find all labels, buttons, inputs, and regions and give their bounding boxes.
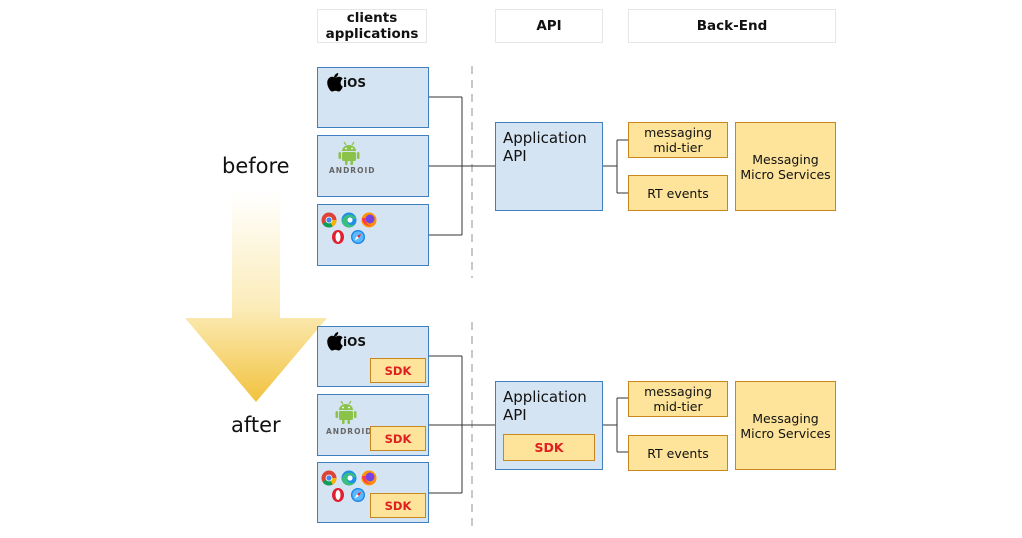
safari-icon xyxy=(351,488,365,502)
messaging-micro-services-before: Messaging Micro Services xyxy=(735,122,836,211)
apple-icon xyxy=(327,332,343,351)
application-api-label: Application API xyxy=(503,388,587,424)
sdk-badge: SDK xyxy=(503,434,595,461)
rt-events-after: RT events xyxy=(628,435,728,471)
opera-icon xyxy=(332,488,344,502)
client-ios-before: iOS xyxy=(317,67,429,128)
edge-icon xyxy=(341,212,357,228)
application-api-after: Application API SDK xyxy=(495,381,603,470)
ios-logo: iOS xyxy=(327,332,366,351)
apple-icon xyxy=(327,73,343,92)
chrome-icon xyxy=(321,212,337,228)
edge-icon xyxy=(341,470,357,486)
rt-events-before: RT events xyxy=(628,175,728,211)
sdk-badge: SDK xyxy=(370,493,426,518)
header-clients: clients applications xyxy=(317,9,427,43)
firefox-icon xyxy=(361,212,377,228)
header-api: API xyxy=(495,9,603,43)
firefox-icon xyxy=(361,470,377,486)
android-icon xyxy=(338,141,360,165)
ios-logo: iOS xyxy=(327,73,366,92)
client-ios-after: iOS SDK xyxy=(317,326,429,387)
header-backend: Back-End xyxy=(628,9,836,43)
android-icon xyxy=(335,400,357,424)
android-wordmark: ANDROID xyxy=(329,166,376,175)
client-browsers-after: SDK xyxy=(317,462,429,523)
browser-icons xyxy=(321,470,377,502)
sdk-badge: SDK xyxy=(370,358,426,383)
client-android-before: ANDROID xyxy=(317,135,429,197)
chrome-icon xyxy=(321,470,337,486)
browser-icons xyxy=(321,212,377,244)
safari-icon xyxy=(351,230,365,244)
ios-label: iOS xyxy=(343,75,366,90)
messaging-micro-services-after: Messaging Micro Services xyxy=(735,381,836,470)
opera-icon xyxy=(332,230,344,244)
label-before: before xyxy=(222,154,290,178)
client-browsers-before xyxy=(317,204,429,266)
ios-label: iOS xyxy=(343,334,366,349)
sdk-badge: SDK xyxy=(370,426,426,451)
messaging-mid-tier-before: messaging mid-tier xyxy=(628,122,728,158)
android-wordmark: ANDROID xyxy=(326,427,373,436)
client-android-after: ANDROID SDK xyxy=(317,394,429,456)
messaging-mid-tier-after: messaging mid-tier xyxy=(628,381,728,417)
label-after: after xyxy=(231,413,281,437)
application-api-before: Application API xyxy=(495,122,603,211)
